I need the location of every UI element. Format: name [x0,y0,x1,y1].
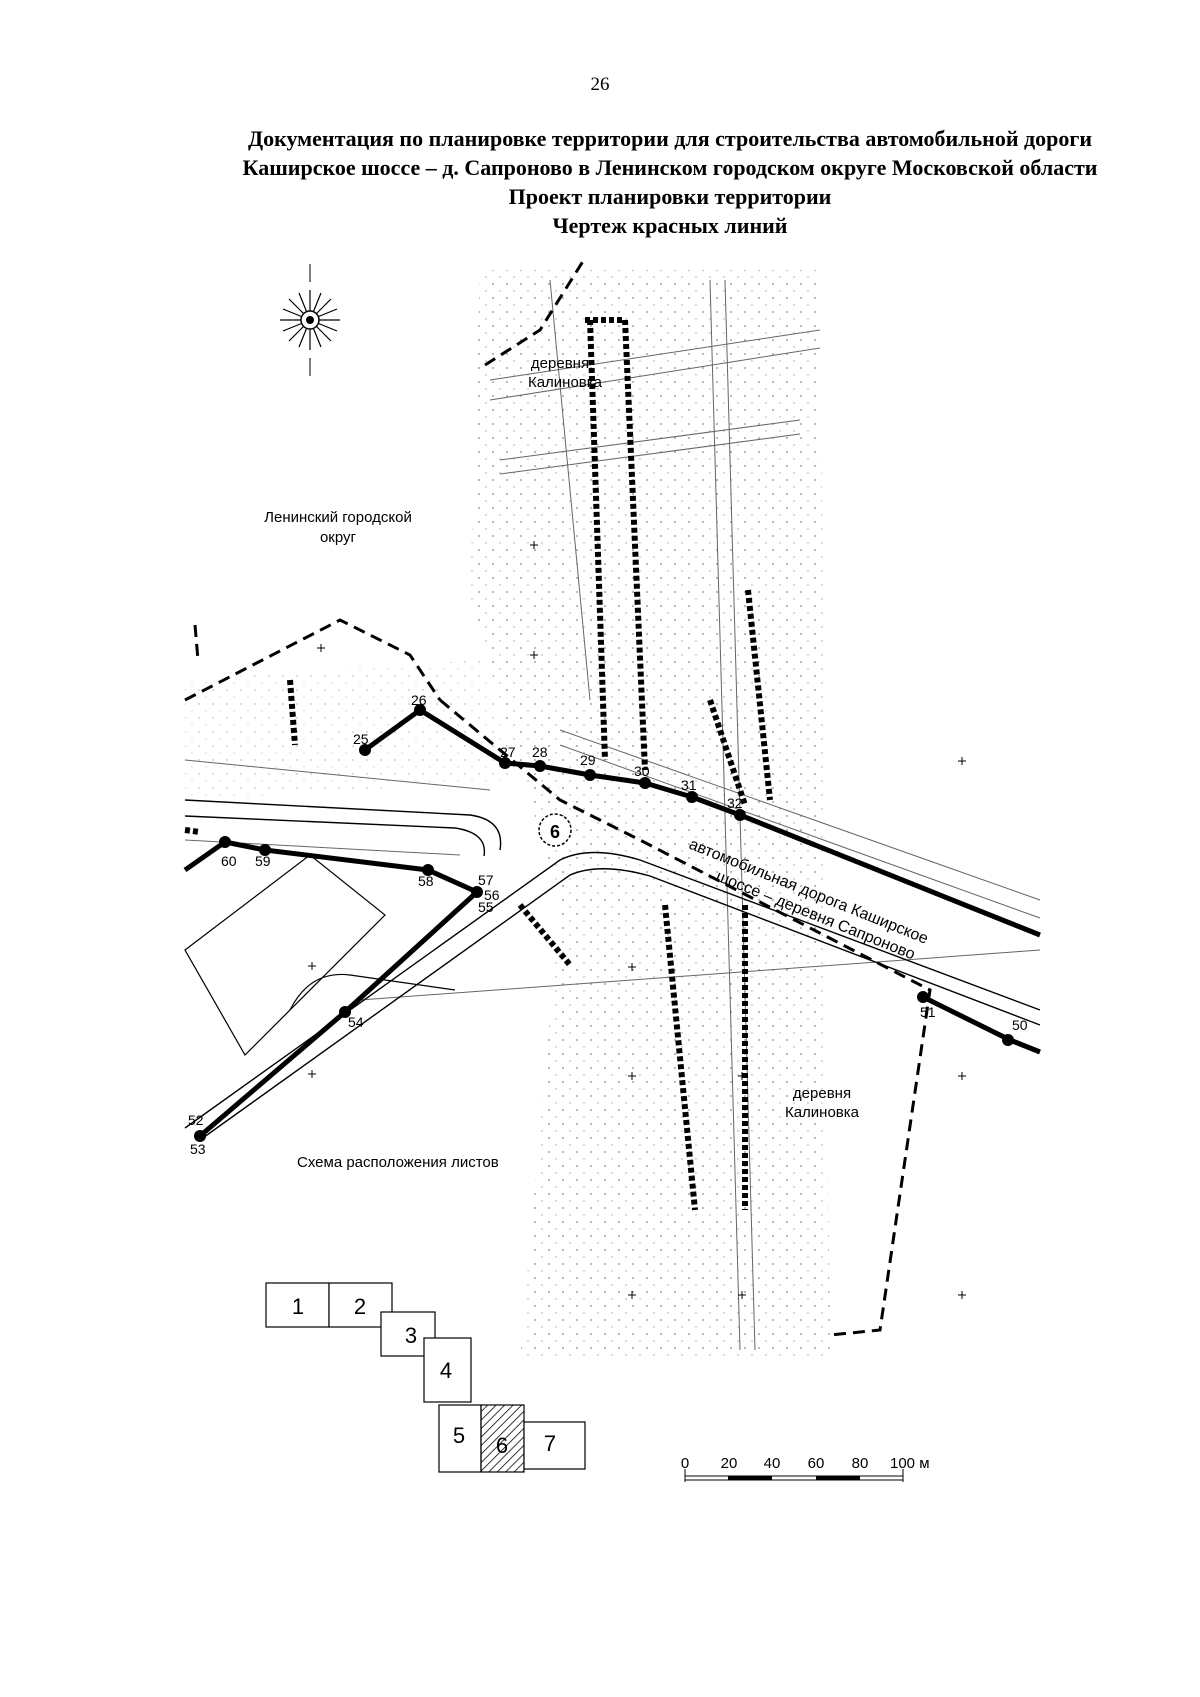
svg-text:57: 57 [478,872,494,888]
sheet-layout-scheme [265,1282,586,1473]
svg-text:20: 20 [721,1455,738,1472]
sheet-marker: 6 [538,813,572,847]
point-55: 55 [478,899,494,915]
point-31: 31 [681,777,698,803]
point-58: 58 [418,864,434,889]
village-top-name: Калиновка [528,374,603,391]
svg-text:55: 55 [478,899,494,915]
point-59: 59 [255,844,271,869]
highway-lines [184,799,1041,1141]
svg-text:0: 0 [681,1455,689,1472]
svg-text:3: 3 [405,1323,417,1348]
svg-text:40: 40 [764,1455,781,1472]
compass-rose-icon [280,264,340,376]
svg-text:50: 50 [1012,1017,1028,1033]
point-60: 60 [219,836,237,869]
svg-text:28: 28 [532,744,548,760]
title-line-4: Чертеж красных линий [552,213,788,238]
svg-text:51: 51 [920,1004,936,1020]
svg-text:30: 30 [634,763,650,779]
point-27: 27 [499,744,516,769]
scale-bar: 0 20 40 60 80 100 м [681,1455,930,1482]
village-bottom-name: Калиновка [785,1104,860,1121]
terrain-background [185,270,830,1360]
title-line-2: Каширское шоссе – д. Сапроново в Ленинск… [242,155,1098,180]
hatched-strips [184,317,773,1211]
point-26: 26 [411,692,427,716]
district-boundary [184,257,932,1337]
svg-text:54: 54 [348,1014,364,1030]
svg-text:56: 56 [484,887,500,903]
svg-text:60: 60 [808,1455,825,1472]
red-line-points: 25 26 27 28 29 30 31 32 50 51 52 53 54 5… [188,692,1028,1157]
district-label: Ленинский городской [264,509,412,526]
village-bottom-label: деревня [793,1085,851,1102]
sheet-scheme-label: Схема расположения листов [297,1154,499,1171]
point-51: 51 [917,991,936,1020]
point-28: 28 [532,744,548,772]
svg-text:58: 58 [418,873,434,889]
district-label-2: округ [320,529,357,546]
svg-text:26: 26 [411,692,427,708]
building-outline [184,854,456,1056]
page-number: 26 [590,74,610,95]
svg-text:25: 25 [353,731,369,747]
grid-crosses [308,541,966,1299]
svg-text:80: 80 [852,1455,869,1472]
svg-text:7: 7 [544,1431,556,1456]
svg-text:32: 32 [727,795,743,811]
svg-text:53: 53 [190,1141,206,1157]
road-lines [184,279,1041,1351]
point-32: 32 [727,795,746,821]
svg-text:2: 2 [354,1294,366,1319]
village-top-label: деревня [531,355,589,372]
svg-text:6: 6 [496,1433,508,1458]
point-30: 30 [634,763,651,789]
point-54: 54 [339,1006,364,1030]
svg-text:5: 5 [453,1423,465,1448]
title-line-1: Документация по планировке территории дл… [247,126,1093,151]
svg-text:6: 6 [550,822,560,842]
svg-text:29: 29 [580,752,596,768]
sheet-numbers: 1 2 3 4 5 6 7 [292,1294,556,1458]
document-title: Документация по планировке территории дл… [120,124,1200,240]
svg-text:59: 59 [255,853,271,869]
point-50: 50 [1002,1017,1028,1046]
svg-text:31: 31 [681,777,697,793]
svg-text:100 м: 100 м [890,1455,930,1472]
point-53: 53 [190,1141,206,1157]
point-25: 25 [353,731,371,756]
point-52: 52 [188,1112,206,1142]
svg-text:52: 52 [188,1112,204,1128]
svg-text:60: 60 [221,853,237,869]
svg-text:27: 27 [500,744,516,760]
svg-text:4: 4 [440,1358,452,1383]
point-56: 56 [484,887,500,903]
svg-text:1: 1 [292,1294,304,1319]
point-29: 29 [580,752,596,781]
point-57: 57 [471,872,494,898]
title-line-3: Проект планировки территории [508,184,832,209]
